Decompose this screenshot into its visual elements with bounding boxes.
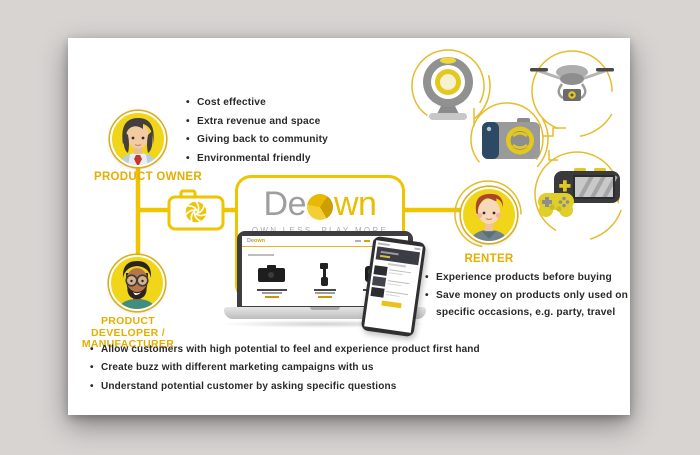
phone-cta-button (380, 300, 402, 308)
logo-pie-icon (307, 194, 333, 220)
section-title-bar (248, 253, 274, 257)
website-logo: Deown (247, 238, 265, 244)
dslr-camera-thumbnail-icon (255, 262, 289, 287)
logo-tagline: OWN LESS, PLAY MORE (238, 226, 402, 235)
bullet-item: Understand potential customer by asking … (90, 378, 535, 397)
woman-avatar-icon (119, 118, 157, 165)
man-glasses-avatar-icon (117, 261, 157, 309)
connector-lines-layer (135, 43, 625, 254)
step-camera-drone (543, 127, 566, 137)
bullet-item: Save money on products only used on spec… (425, 287, 640, 322)
gamepad (538, 193, 574, 217)
step-camera-console (548, 150, 558, 161)
poster-card: PRODUCT OWNER Cost effective Extra reven… (68, 38, 630, 415)
bullet-item: Experience products before buying (425, 269, 640, 287)
bullet-item: Giving back to community (186, 131, 386, 150)
compact-camera-icon (472, 116, 544, 169)
bullet-item: Allow customers with high potential to f… (90, 341, 535, 360)
webcam-icon (416, 52, 480, 129)
product-card (301, 262, 349, 298)
website-logo-de: De (247, 238, 255, 244)
bullet-item: Environmental friendly (186, 150, 386, 169)
camera-aperture-icon (167, 189, 225, 231)
laptop-shadow (218, 320, 432, 328)
product-developer-avatar (109, 255, 165, 311)
gimbal-thumbnail-icon (317, 262, 333, 287)
developer-label-line1: PRODUCT DEVELOPER / (91, 315, 165, 339)
website-logo-own: own (254, 238, 266, 244)
product-card (248, 262, 296, 298)
product-owner-bullet-list: Cost effective Extra revenue and space G… (186, 94, 386, 168)
bullet-item: Create buzz with different marketing cam… (90, 359, 535, 378)
renter-bullet-list: Experience products before buying Save m… (425, 269, 640, 322)
bullet-item: Cost effective (186, 94, 386, 113)
logo-text-wn: wn (334, 184, 377, 223)
game-console-icon (536, 166, 622, 227)
boy-avatar-icon (469, 193, 509, 241)
laptop-notch (310, 307, 340, 310)
renter-avatar (461, 187, 517, 243)
deown-logo: De wn (238, 184, 402, 224)
product-owner-label: PRODUCT OWNER (93, 171, 203, 183)
phone-screen (364, 240, 423, 333)
bullet-item: Extra revenue and space (186, 113, 386, 132)
logo-text-de: De (263, 184, 307, 223)
product-owner-avatar (110, 111, 166, 167)
developer-bullet-list: Allow customers with high potential to f… (90, 341, 535, 397)
drone-icon (530, 58, 614, 119)
renter-label: RENTER (464, 253, 514, 265)
